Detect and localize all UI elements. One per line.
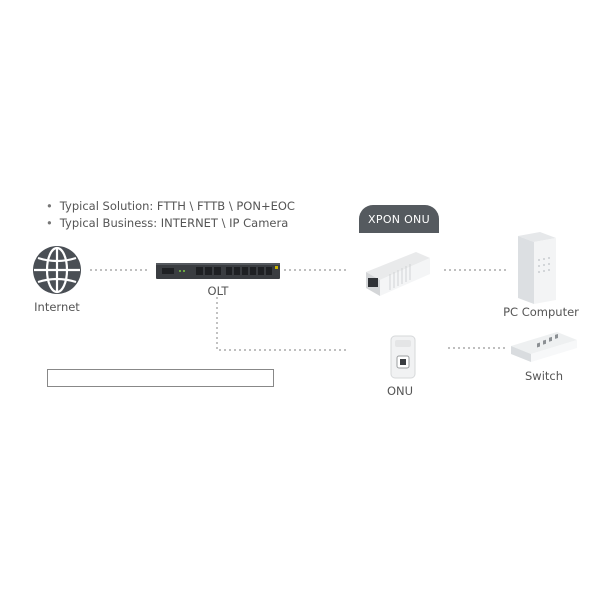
- switch-label: Switch: [524, 369, 564, 383]
- pc-tower-icon: [518, 232, 556, 304]
- bullet-typical-business: Typical Business: INTERNET \ IP Camera: [46, 215, 295, 232]
- xpon-onu-device-icon: [366, 252, 430, 296]
- internet-label: Internet: [34, 300, 80, 314]
- onu-device-icon: [390, 335, 416, 379]
- solution-bullets: Typical Solution: FTTH \ FTTB \ PON+EOC …: [46, 198, 295, 232]
- network-switch-icon: [511, 332, 577, 362]
- rack-switch-icon: [156, 263, 280, 279]
- xpon-onu-tag: XPON ONU: [359, 205, 439, 233]
- globe-icon: [33, 246, 81, 294]
- empty-text-box[interactable]: [47, 369, 274, 387]
- line-olt-onu: [216, 297, 346, 351]
- pc-computer-label: PC Computer: [503, 305, 579, 319]
- onu-label: ONU: [386, 384, 414, 398]
- bullet-typical-solution: Typical Solution: FTTH \ FTTB \ PON+EOC: [46, 198, 295, 215]
- olt-label: OLT: [207, 284, 229, 298]
